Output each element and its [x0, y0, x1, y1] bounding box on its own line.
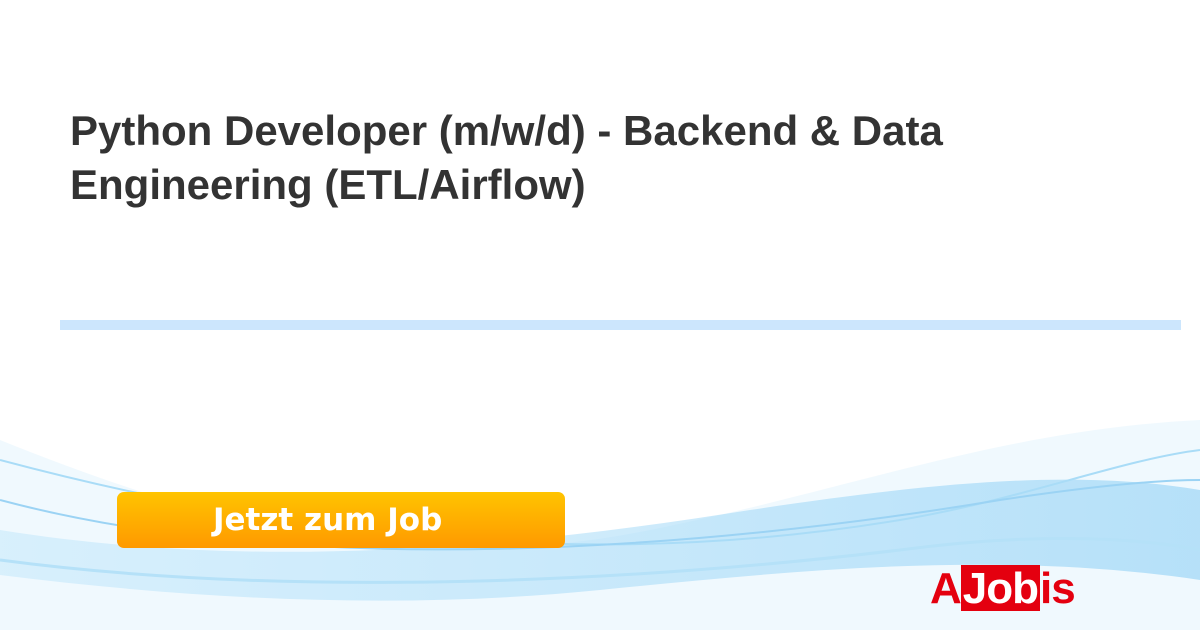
apply-button[interactable]: Jetzt zum Job	[117, 492, 565, 548]
logo-part-a: A	[930, 564, 962, 613]
ajobis-logo[interactable]: A Job is	[930, 564, 1076, 613]
logo-part-job: Job	[960, 564, 1041, 613]
divider	[60, 320, 1181, 330]
job-title: Python Developer (m/w/d) - Backend & Dat…	[70, 107, 943, 208]
logo-part-is: is	[1040, 564, 1076, 613]
